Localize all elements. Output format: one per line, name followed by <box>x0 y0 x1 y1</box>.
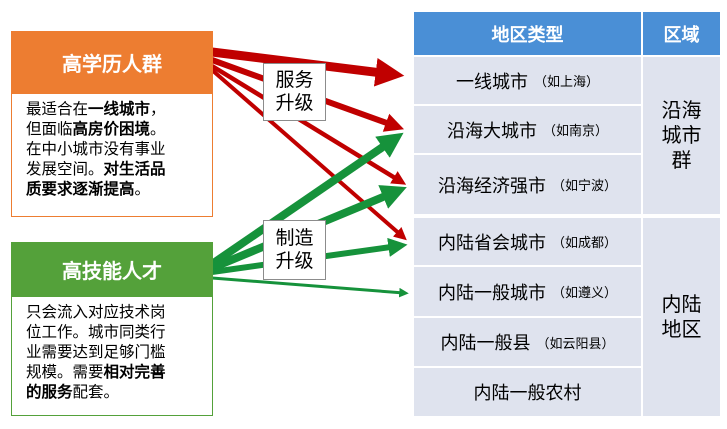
plain-text: 但面临 <box>26 120 73 138</box>
row-note: （如宁波） <box>551 179 617 194</box>
region-coastal-line-2: 城市 <box>661 123 702 147</box>
high-edu-description: 最适合在一线城市，但面临高房价困境。在中小城市没有事业发展空间。对生活品质要求逐… <box>11 93 213 217</box>
header-region-type-text: 地区类型 <box>491 24 564 46</box>
region-coastal-line-3: 群 <box>671 148 692 172</box>
row-name: 内陆一般县 <box>440 333 531 354</box>
description-line: 位工作。城市同类行 <box>26 322 206 342</box>
high-skill-title-box: 高技能人才 <box>11 242 213 297</box>
arrow-skill-inland-general <box>211 276 409 298</box>
row-inland-county: 内陆一般县 （如云阳县） <box>414 318 641 366</box>
manufacture-upgrade-line-2: 升级 <box>275 250 314 272</box>
arrow-skill-coastal-big <box>209 132 404 268</box>
high-edu-title-box: 高学历人群 <box>11 31 213 94</box>
row-name: 一线城市 <box>455 71 528 93</box>
row-inland-general: 内陆一般城市 （如遵义） <box>414 267 641 316</box>
plain-text: 规模。需要 <box>26 363 104 381</box>
high-skill-title: 高技能人才 <box>62 259 162 283</box>
plain-text: 发展空间。 <box>26 160 104 178</box>
plain-text: 在中小城市没有事业 <box>26 140 166 158</box>
region-coastal-line-1: 沿海 <box>661 98 702 122</box>
service-upgrade-label: 服务 升级 <box>263 63 326 121</box>
emphasis-text: 相对完善 <box>103 363 166 381</box>
service-upgrade-line-2: 升级 <box>275 92 314 114</box>
description-line: 规模。需要相对完善 <box>26 362 206 382</box>
row-name: 沿海经济强市 <box>437 175 546 197</box>
plain-text: ， <box>150 100 166 118</box>
emphasis-text: 的服务 <box>26 383 73 401</box>
manufacture-upgrade-label: 制造 升级 <box>263 220 326 280</box>
plain-text: 只会流入对应技术岗 <box>26 303 166 321</box>
high-edu-lines: 最适合在一线城市，但面临高房价困境。在中小城市没有事业发展空间。对生活品质要求逐… <box>26 99 206 199</box>
emphasis-text: 一线城市 <box>88 100 151 118</box>
description-line: 最适合在一线城市， <box>26 99 206 119</box>
high-skill-lines: 只会流入对应技术岗位工作。城市同类行业需要达到足够门槛规模。需要相对完善的服务配… <box>26 302 206 402</box>
manufacture-upgrade-line-1: 制造 <box>275 227 314 249</box>
description-line: 但面临高房价困境。 <box>26 119 206 139</box>
row-note: （如上海） <box>533 75 599 90</box>
emphasis-text: 对生活品 <box>103 160 166 178</box>
row-inland-village: 内陆一般农村 <box>414 368 641 416</box>
plain-text: 位工作。城市同类行 <box>26 323 166 341</box>
plain-text: 。 <box>134 180 151 198</box>
row-note: （如成都） <box>551 236 617 251</box>
row-name: 沿海大城市 <box>446 120 537 142</box>
description-line: 质要求逐渐提高。 <box>26 179 206 199</box>
high-skill-description: 只会流入对应技术岗位工作。城市同类行业需要达到足够门槛规模。需要相对完善的服务配… <box>11 296 213 416</box>
section-divider <box>414 214 720 218</box>
region-coastal: 沿海 城市 群 <box>643 57 720 214</box>
row-tier1: 一线城市 （如上海） <box>414 57 641 104</box>
row-inland-capital: 内陆省会城市 （如成都） <box>414 218 641 265</box>
header-region-type: 地区类型 <box>414 12 641 55</box>
description-line: 发展空间。对生活品 <box>26 159 206 179</box>
region-inland: 内陆 地区 <box>643 218 720 416</box>
row-name: 内陆一般农村 <box>473 383 582 404</box>
description-line: 在中小城市没有事业 <box>26 139 206 159</box>
row-name: 内陆省会城市 <box>437 232 546 254</box>
plain-text: 配套。 <box>72 383 120 401</box>
row-note: （如遵义） <box>551 286 617 301</box>
description-line: 业需要达到足够门槛 <box>26 342 206 362</box>
row-name: 内陆一般城市 <box>437 282 546 304</box>
row-coastal-big: 沿海大城市 （如南京） <box>414 106 641 153</box>
header-region-text: 区域 <box>663 24 700 46</box>
arrow-edu-inland-capital <box>210 68 407 241</box>
description-line: 只会流入对应技术岗 <box>26 302 206 322</box>
row-coastal-strong: 沿海经济强市 （如宁波） <box>414 155 641 214</box>
row-note: （如云阳县） <box>536 336 615 352</box>
plain-text: 。 <box>150 120 166 138</box>
region-inland-line-2: 地区 <box>661 317 702 341</box>
service-upgrade-line-1: 服务 <box>275 69 314 91</box>
description-line: 的服务配套。 <box>26 382 206 402</box>
row-note: （如南京） <box>542 124 608 139</box>
emphasis-text: 高房价困境 <box>72 120 151 138</box>
arrow-edu-coastal-strong <box>210 64 407 185</box>
emphasis-text: 质要求逐渐提高 <box>26 180 135 198</box>
plain-text: 业需要达到足够门槛 <box>26 343 166 361</box>
high-edu-title: 高学历人群 <box>62 52 162 76</box>
plain-text: 最适合在 <box>26 100 89 118</box>
region-inland-line-1: 内陆 <box>661 292 702 316</box>
header-region: 区域 <box>643 12 720 55</box>
